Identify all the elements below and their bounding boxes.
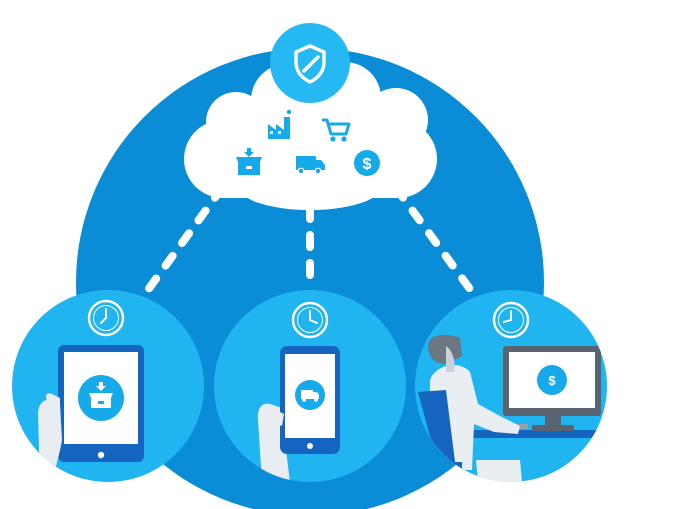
connector-left xyxy=(133,184,226,309)
clock-icon xyxy=(87,299,125,337)
dollar-symbol: $ xyxy=(548,373,556,388)
security-badge xyxy=(270,23,350,103)
package-icon xyxy=(236,148,262,175)
cloud: $ xyxy=(184,62,437,210)
clock-icon xyxy=(492,301,530,339)
tablet-user-circle xyxy=(12,290,204,482)
desk xyxy=(468,430,607,438)
factory-icon xyxy=(268,109,292,139)
phone-user-circle xyxy=(214,290,406,482)
dollar-icon: $ xyxy=(537,365,567,395)
dollar-icon: $ xyxy=(354,150,380,176)
shopping-cart-icon xyxy=(322,118,351,142)
connector-right xyxy=(392,184,482,304)
dollar-symbol: $ xyxy=(363,156,372,173)
shield-icon xyxy=(294,44,326,84)
clock-icon xyxy=(291,301,329,339)
truck-icon xyxy=(296,156,325,175)
hand-holding-tablet xyxy=(38,393,62,482)
desktop-user-circle: $ xyxy=(415,290,607,482)
connector-lines xyxy=(133,184,482,309)
truck-icon xyxy=(295,380,325,410)
package-icon xyxy=(78,375,124,421)
